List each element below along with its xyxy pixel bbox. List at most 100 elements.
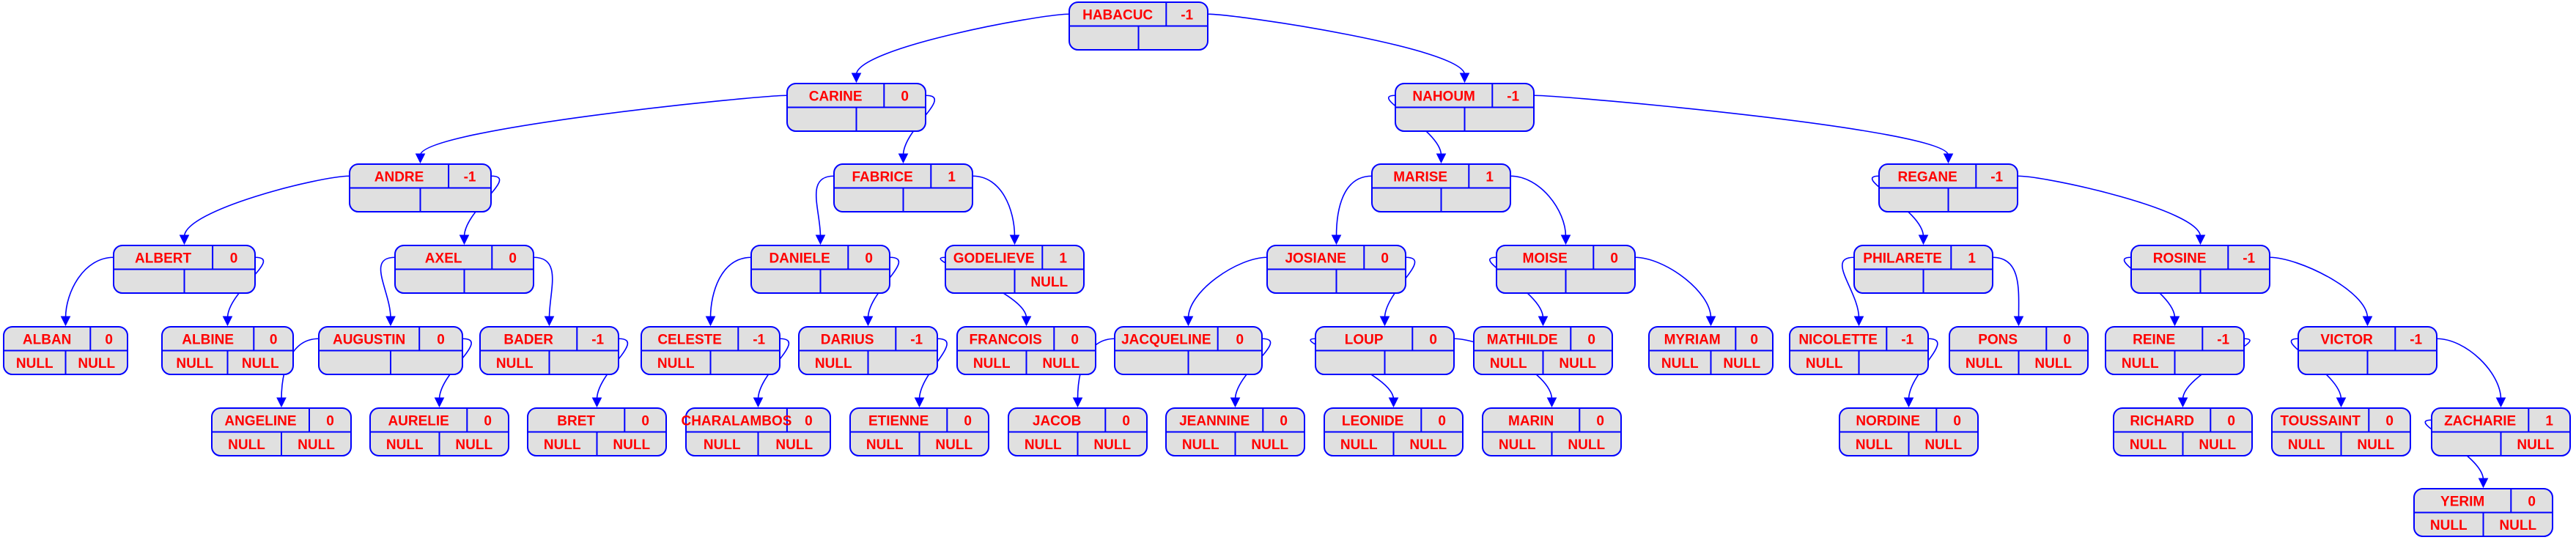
node-key: DARIUS: [821, 332, 874, 347]
node-key: CARINE: [809, 89, 863, 104]
edge-arrowhead-angeline: [276, 397, 287, 408]
edge-arrowhead-daniele: [815, 234, 826, 245]
node-key: JEANNINE: [1179, 413, 1250, 429]
node-left-null: NULL: [1856, 437, 1893, 453]
edge-arrowhead-leonide: [1388, 397, 1399, 408]
edge-arrowhead-zacharie: [2495, 397, 2506, 408]
edge-rosine-victor: [2269, 256, 2369, 319]
node-left-null: NULL: [496, 356, 534, 371]
edge-axel-augustin: [380, 256, 396, 319]
edge-arrowhead-godelieve: [1009, 234, 1020, 245]
node-right-null: NULL: [1409, 437, 1447, 453]
node-balance: -1: [2410, 332, 2422, 347]
node-left-null: NULL: [386, 437, 424, 453]
node-key: AXEL: [425, 251, 462, 266]
edge-arrowhead-carine: [851, 73, 862, 84]
node-balance: -1: [910, 332, 923, 347]
node-balance: 0: [1381, 251, 1389, 266]
node-balance: 0: [484, 413, 492, 429]
edge-arrowhead-josiane: [1331, 234, 1342, 245]
edge-moise-myriam: [1634, 256, 1712, 319]
edge-arrowhead-mathilde: [1538, 316, 1549, 327]
node-balance: 0: [2063, 332, 2071, 347]
node-key: MATHILDE: [1487, 332, 1558, 347]
node-left-null: NULL: [2122, 356, 2159, 371]
node-balance: -1: [2217, 332, 2229, 347]
node-key: ALBAN: [23, 332, 72, 347]
node-balance: -1: [753, 332, 765, 347]
node-balance: 0: [865, 251, 873, 266]
edge-arrowhead-nordine: [1903, 397, 1914, 408]
edge-carine-andre: [419, 95, 788, 156]
node-left-null: NULL: [2430, 518, 2468, 533]
node-right-null: NULL: [2357, 437, 2394, 453]
node-key: BRET: [557, 413, 595, 429]
edge-arrowhead-yerim: [2478, 478, 2489, 489]
node-right-null: NULL: [455, 437, 492, 453]
edge-arrowhead-moise: [1560, 234, 1571, 245]
edge-arrowhead-francois: [1021, 316, 1032, 327]
edge-arrowhead-aurelie: [434, 397, 445, 408]
node-left-null: NULL: [704, 437, 741, 453]
node-balance: 0: [1236, 332, 1244, 347]
edge-arrowhead-jacqueline: [1183, 316, 1194, 327]
edge-arrowhead-rosine: [2195, 234, 2206, 245]
node-balance: 0: [105, 332, 113, 347]
edge-philarete-pons: [1992, 256, 2020, 319]
node-key: YERIM: [2440, 494, 2484, 509]
tree-node-jacqueline: JACQUELINE 0: [1114, 326, 1263, 375]
node-left-null: NULL: [2288, 437, 2325, 453]
edge-arrowhead-marin: [1546, 397, 1557, 408]
node-balance: -1: [2243, 251, 2255, 266]
node-key: MARIN: [1508, 413, 1554, 429]
node-left-null: NULL: [544, 437, 581, 453]
node-balance: -1: [1901, 332, 1913, 347]
node-balance: -1: [1181, 7, 1193, 23]
node-key: HABACUC: [1082, 7, 1153, 23]
node-balance: 1: [948, 169, 956, 185]
node-key: NICOLETTE: [1798, 332, 1878, 347]
node-left-null: NULL: [1661, 356, 1699, 371]
edge-arrowhead-pons: [2013, 316, 2024, 327]
node-key: LOUP: [1345, 332, 1384, 347]
node-key: JACQUELINE: [1121, 332, 1211, 347]
edge-axel-bader: [533, 256, 553, 319]
node-right-null: NULL: [78, 356, 115, 371]
node-key: ANDRE: [374, 169, 424, 185]
edge-arrowhead-myriam: [1705, 316, 1716, 327]
node-right-null: NULL: [2199, 437, 2236, 453]
node-key: VICTOR: [2320, 332, 2373, 347]
node-key: AURELIE: [388, 413, 449, 429]
edge-arrowhead-victor: [2362, 316, 2373, 327]
edge-arrowhead-jeannine: [1230, 397, 1241, 408]
edge-nahoum-regane: [1533, 95, 1949, 156]
edge-arrowhead-albert: [179, 234, 190, 245]
node-left-null: NULL: [815, 356, 852, 371]
node-key: BADER: [503, 332, 553, 347]
node-key: MYRIAM: [1664, 332, 1721, 347]
node-balance: 0: [1587, 332, 1595, 347]
tree-node-regane: REGANE-1: [1878, 163, 2018, 212]
edge-nicolette-nordine: [1908, 338, 1938, 400]
node-balance: 0: [1280, 413, 1288, 429]
node-key: MOISE: [1523, 251, 1568, 266]
edge-arrowhead-darius: [863, 316, 874, 327]
node-key: CELESTE: [657, 332, 722, 347]
node-key: JACOB: [1033, 413, 1082, 429]
node-right-null: NULL: [298, 437, 335, 453]
node-key: TOUSSAINT: [2280, 413, 2361, 429]
edge-arrowhead-bret: [591, 397, 602, 408]
node-left-null: NULL: [176, 356, 213, 371]
